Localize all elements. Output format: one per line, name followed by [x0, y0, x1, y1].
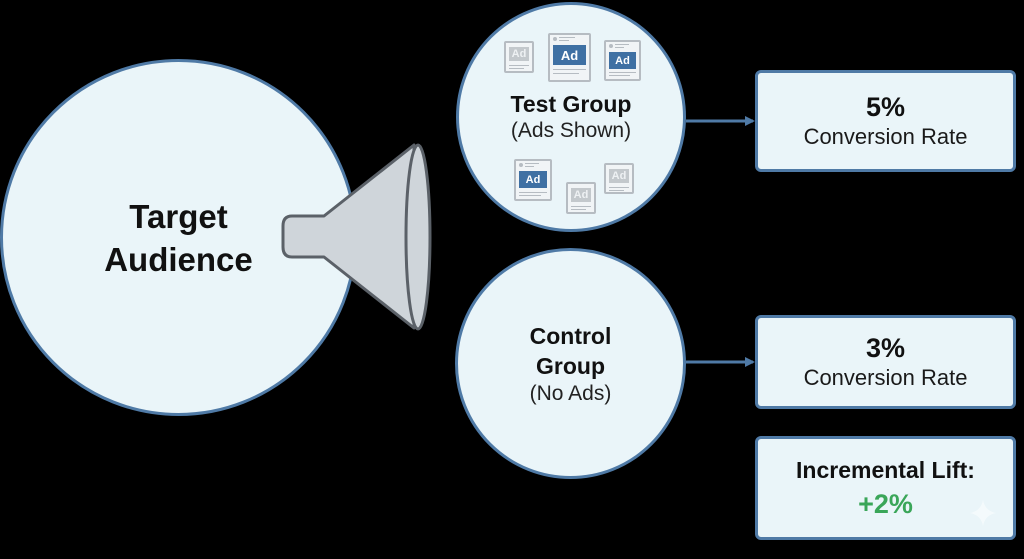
- test-conversion-box: 5% Conversion Rate: [755, 70, 1016, 172]
- control-group-node: Control Group (No Ads): [455, 248, 686, 479]
- ad-card: Ad: [514, 159, 552, 201]
- control-group-subtitle: (No Ads): [529, 381, 612, 405]
- target-audience-label-line2: Audience: [104, 240, 253, 278]
- ad-card: Ad: [604, 163, 634, 194]
- incremental-lift-label: Incremental Lift:: [796, 457, 975, 483]
- ad-card: Ad: [566, 182, 596, 214]
- test-group-node: Test Group (Ads Shown): [456, 2, 686, 232]
- incremental-lift-box: Incremental Lift: +2%: [755, 436, 1016, 540]
- control-conversion-label: Conversion Rate: [803, 365, 968, 390]
- ad-card-label: Ad: [609, 169, 629, 183]
- incremental-lift-value: +2%: [858, 489, 913, 519]
- control-conversion-box: 3% Conversion Rate: [755, 315, 1016, 409]
- target-audience-label-line1: Target: [129, 197, 228, 235]
- ad-card: Ad: [548, 33, 591, 82]
- test-conversion-value: 5%: [865, 92, 906, 122]
- ad-card: Ad: [604, 40, 641, 81]
- test-group-title: Test Group: [510, 90, 632, 117]
- control-group-title-line1: Control: [529, 322, 612, 349]
- control-group-title-line2: Group: [536, 352, 605, 379]
- test-group-subtitle: (Ads Shown): [510, 118, 632, 142]
- ad-card-label: Ad: [609, 52, 636, 69]
- test-conversion-label: Conversion Rate: [803, 124, 968, 149]
- sparkle-icon: [970, 500, 996, 526]
- ad-card-label: Ad: [571, 188, 591, 202]
- ad-card-label: Ad: [553, 45, 586, 65]
- ad-card-label: Ad: [509, 47, 529, 61]
- control-conversion-value: 3%: [865, 333, 906, 363]
- ad-card-label: Ad: [519, 171, 547, 188]
- ad-card: Ad: [504, 41, 534, 73]
